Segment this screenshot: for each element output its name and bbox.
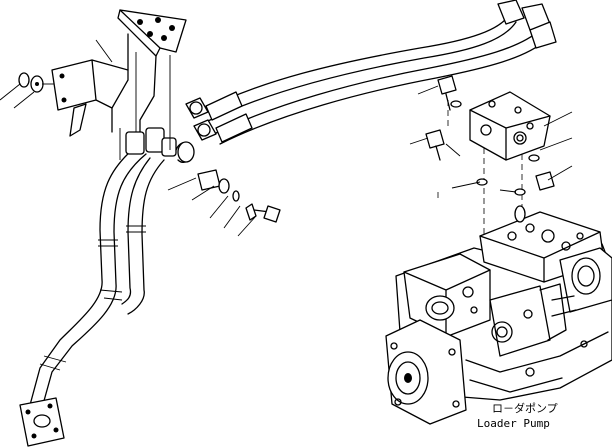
steel-tubes <box>19 149 165 447</box>
left-washer-nut <box>0 72 54 109</box>
hydraulic-hoses <box>185 0 557 145</box>
bolt-washer-set <box>167 169 281 237</box>
flange-bolts <box>425 75 555 196</box>
pump-flange-block <box>469 91 551 161</box>
mounting-bracket <box>51 9 187 137</box>
leader-lines <box>409 85 573 193</box>
tube-clamp-fittings <box>119 52 195 164</box>
hose-end-fittings <box>185 97 217 141</box>
pump-label-japanese: ロ－ダポンプ <box>492 401 558 415</box>
pump-label-english: Loader Pump <box>477 417 550 430</box>
loader-pump-body <box>385 205 612 425</box>
